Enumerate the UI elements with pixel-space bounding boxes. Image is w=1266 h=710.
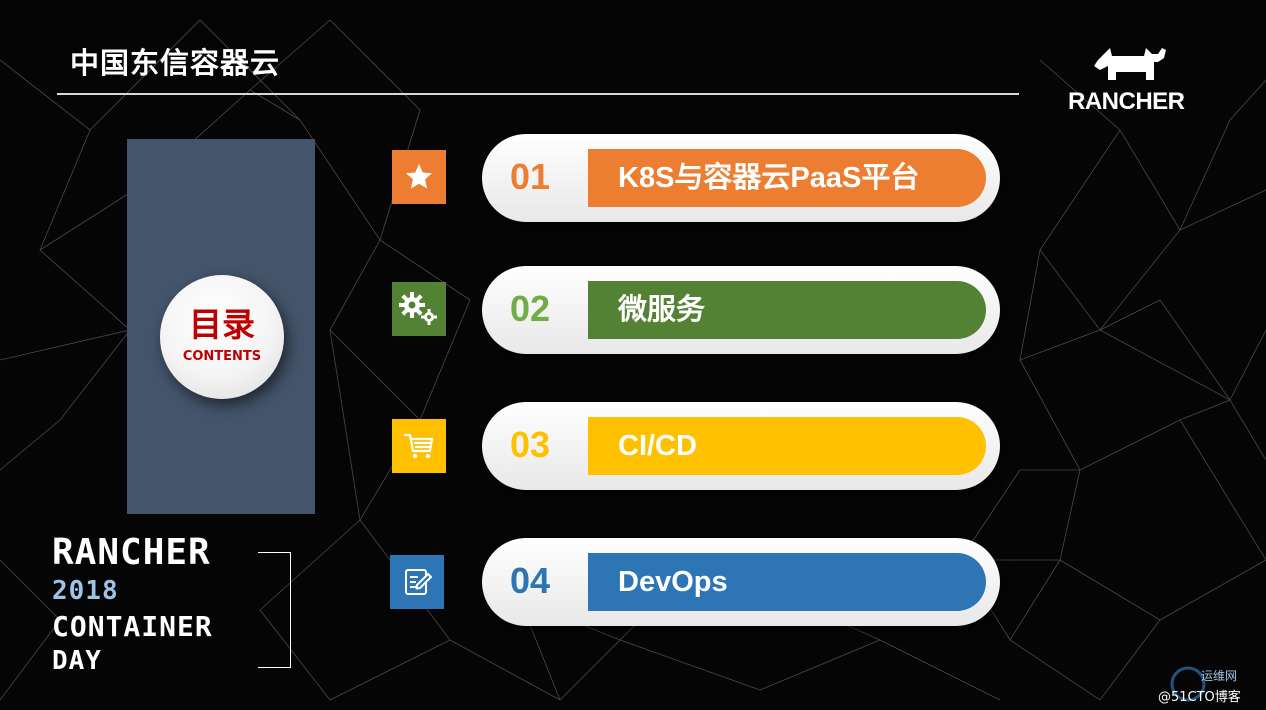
- toc-item-2-number: 02: [510, 288, 551, 329]
- toc-item-2[interactable]: 02 微服务: [482, 266, 1000, 354]
- toc-item-2-bar: 微服务: [588, 281, 986, 339]
- toc-item-3-number: 03: [510, 424, 551, 465]
- toc-item-3-label: CI/CD: [618, 430, 697, 462]
- toc-item-1-number: 01: [510, 156, 551, 197]
- event-line-year: 2018: [52, 576, 119, 606]
- watermark-blog: @51CTO博客: [1158, 690, 1241, 705]
- toc-item-2-label: 微服务: [618, 294, 706, 326]
- toc-item-4-number: 04: [510, 560, 551, 601]
- event-line-container: CONTAINER: [52, 610, 213, 643]
- event-line-day: DAY: [52, 646, 102, 676]
- toc-item-4[interactable]: 04 DevOps: [482, 538, 1000, 626]
- watermark-site: 运维网: [1201, 669, 1238, 683]
- gears-icon: [392, 282, 446, 336]
- toc-item-4-label: DevOps: [618, 566, 728, 598]
- toc-item-1[interactable]: 01 K8S与容器云PaaS平台: [482, 134, 1000, 222]
- cart-icon: [392, 419, 446, 473]
- title-divider: [57, 93, 1019, 95]
- watermark-globe-icon: [1170, 666, 1206, 702]
- toc-item-3[interactable]: 03 CI/CD: [482, 402, 1000, 490]
- rancher-bull-icon: [1094, 48, 1166, 80]
- event-line-rancher: RANCHER: [52, 532, 211, 573]
- event-bracket: [258, 552, 291, 668]
- toc-item-3-bar: CI/CD: [588, 417, 986, 475]
- toc-item-4-bar: DevOps: [588, 553, 986, 611]
- toc-item-1-bar: K8S与容器云PaaS平台: [588, 149, 986, 207]
- rancher-logo-text: RANCHER: [1068, 88, 1185, 115]
- edit-icon: [390, 555, 444, 609]
- contents-badge: 目录 CONTENTS: [160, 275, 284, 399]
- star-icon: [392, 150, 446, 204]
- contents-subtitle: CONTENTS: [182, 349, 262, 364]
- toc-item-1-label: K8S与容器云PaaS平台: [618, 162, 920, 194]
- slide-title: 中国东信容器云: [70, 46, 281, 80]
- event-logo: RANCHER 2018 CONTAINER DAY: [52, 532, 292, 676]
- contents-title: 目录: [189, 305, 255, 344]
